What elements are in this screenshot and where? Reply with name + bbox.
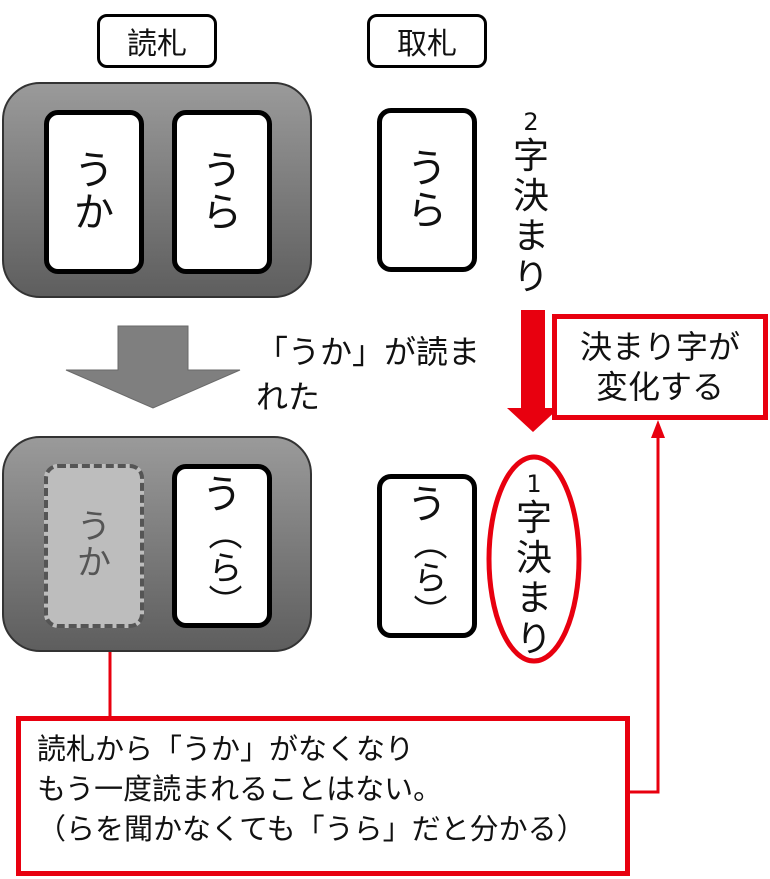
red-connector-to-callout bbox=[630, 436, 660, 794]
card-char: う bbox=[77, 507, 111, 548]
torifuda-header-label: 取札 bbox=[397, 27, 457, 62]
card-char: う bbox=[202, 148, 242, 194]
red-down-arrow bbox=[507, 310, 559, 432]
kimariji-char: り bbox=[512, 256, 549, 298]
card-char: か bbox=[74, 190, 114, 236]
transition-line: れた bbox=[256, 377, 321, 416]
kimariji-char: 決 bbox=[512, 176, 549, 218]
yomifuda-card-ura: う ら bbox=[172, 110, 272, 274]
kimariji-digit: 1 bbox=[526, 470, 542, 498]
kimariji-char: ま bbox=[512, 216, 549, 258]
note-line: もう一度読まれることはない。 bbox=[37, 772, 443, 807]
transition-line: 「うか」が読ま bbox=[256, 333, 481, 371]
card-char: う bbox=[407, 482, 447, 528]
card-char: う bbox=[202, 472, 242, 518]
yomifuda-header: 読札 bbox=[97, 14, 217, 68]
gray-down-arrow bbox=[65, 325, 241, 409]
note-box: 読札から「うか」がなくなり もう一度読まれることはない。 （らを聞かなくても「う… bbox=[16, 716, 630, 876]
card-paren-ra: （ら） bbox=[202, 516, 242, 618]
card-char: か bbox=[77, 543, 111, 583]
yomifuda-card-u-ra: う （ら） bbox=[172, 464, 272, 628]
callout-line: 決まり字が bbox=[579, 328, 740, 366]
yomifuda-card-uka: う か bbox=[44, 110, 144, 274]
note-line: （らを聞かなくても「うら」だと分かる） bbox=[37, 812, 586, 847]
card-char: う bbox=[74, 148, 114, 194]
kimariji-char: 字 bbox=[512, 135, 549, 177]
red-ellipse-highlight bbox=[486, 454, 582, 664]
kimariji-two-label: 2 字 決 ま り bbox=[504, 108, 558, 298]
transition-text: 「うか」が読ま れた bbox=[256, 330, 496, 420]
yomifuda-card-uka-removed: う か bbox=[44, 464, 144, 628]
kimariji-char: ま bbox=[515, 578, 552, 620]
kimariji-char: り bbox=[515, 618, 552, 660]
card-paren-ra: （ら） bbox=[407, 526, 447, 628]
card-char: う bbox=[407, 146, 447, 192]
red-arrowhead-up-right bbox=[651, 420, 665, 438]
callout-kimariji-change: 決まり字が 変化する bbox=[552, 314, 768, 420]
card-char: ら bbox=[407, 188, 447, 234]
kimariji-digit: 2 bbox=[523, 108, 539, 136]
note-line: 読札から「うか」がなくなり bbox=[37, 732, 415, 766]
yomifuda-header-label: 読札 bbox=[127, 27, 187, 62]
kimariji-char: 字 bbox=[515, 497, 552, 539]
card-char: ら bbox=[202, 190, 242, 236]
kimariji-char: 決 bbox=[515, 538, 552, 580]
torifuda-card-u-ra: う （ら） bbox=[377, 474, 477, 638]
callout-line: 変化する bbox=[595, 368, 724, 406]
torifuda-card-ura: う ら bbox=[377, 108, 477, 272]
kimariji-one-label: 1 字 決 ま り bbox=[507, 470, 561, 660]
torifuda-header: 取札 bbox=[367, 14, 487, 68]
